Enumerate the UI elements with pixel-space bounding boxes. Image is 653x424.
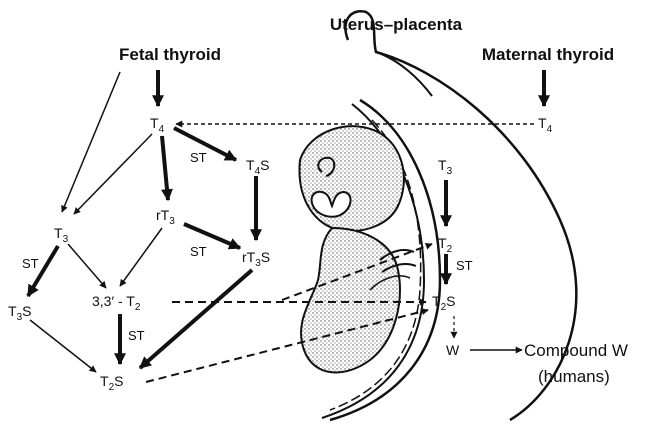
w-node: W bbox=[446, 342, 460, 358]
st-label: ST bbox=[128, 328, 145, 343]
t4-to-t3-arrow bbox=[74, 134, 152, 214]
st-label: ST bbox=[190, 150, 207, 165]
maternal-t4-node: T4 bbox=[538, 115, 553, 135]
fetus-head bbox=[299, 126, 403, 231]
compound-w-label: Compound W bbox=[524, 341, 628, 360]
st-label: ST bbox=[22, 256, 39, 271]
t3-to-t2-arrow bbox=[68, 244, 106, 288]
t3-node: T3 bbox=[54, 225, 69, 245]
rt3-node: rT3 bbox=[156, 207, 175, 227]
t4-to-rt3-arrow bbox=[162, 136, 168, 200]
rt3-to-t2-arrow bbox=[120, 228, 162, 286]
conversion-arrows bbox=[28, 70, 544, 372]
placental-t3-node: T3 bbox=[438, 157, 453, 177]
t2-33-node: 3,3′ - T2 bbox=[92, 293, 141, 313]
compound-w-humans-label: (humans) bbox=[538, 367, 610, 386]
fetal-t4-node: T4 bbox=[150, 115, 165, 135]
placental-t2s-node: T2S bbox=[432, 293, 455, 313]
fetal-thyroid-header: Fetal thyroid bbox=[119, 45, 221, 64]
uterus-placenta-header: Uterus–placenta bbox=[330, 15, 463, 34]
fetus-body bbox=[301, 228, 400, 372]
metabolite-nodes: T4 T4 T4S T3 rT3 rT3S T3S 3,3′ - T2 T2S … bbox=[8, 115, 553, 393]
t3-to-t3s-arrow bbox=[28, 246, 58, 296]
maternal-thyroid-header: Maternal thyroid bbox=[482, 45, 614, 64]
fetal-t2s-node: T2S bbox=[100, 373, 123, 393]
fetal-t2s-to-placental-t2s-dashed-arrow bbox=[146, 310, 428, 382]
t4s-node: T4S bbox=[246, 157, 269, 177]
placental-t2-node: T2 bbox=[438, 235, 453, 255]
rt3s-node: rT3S bbox=[242, 249, 270, 269]
t3s-to-t2s-arrow bbox=[30, 320, 96, 372]
st-label: ST bbox=[456, 258, 473, 273]
rt3s-to-t2s-arrow bbox=[140, 270, 252, 368]
st-label: ST bbox=[190, 244, 207, 259]
fetal-thyroid-to-t3-arrow bbox=[62, 72, 120, 212]
t3s-node: T3S bbox=[8, 303, 31, 323]
